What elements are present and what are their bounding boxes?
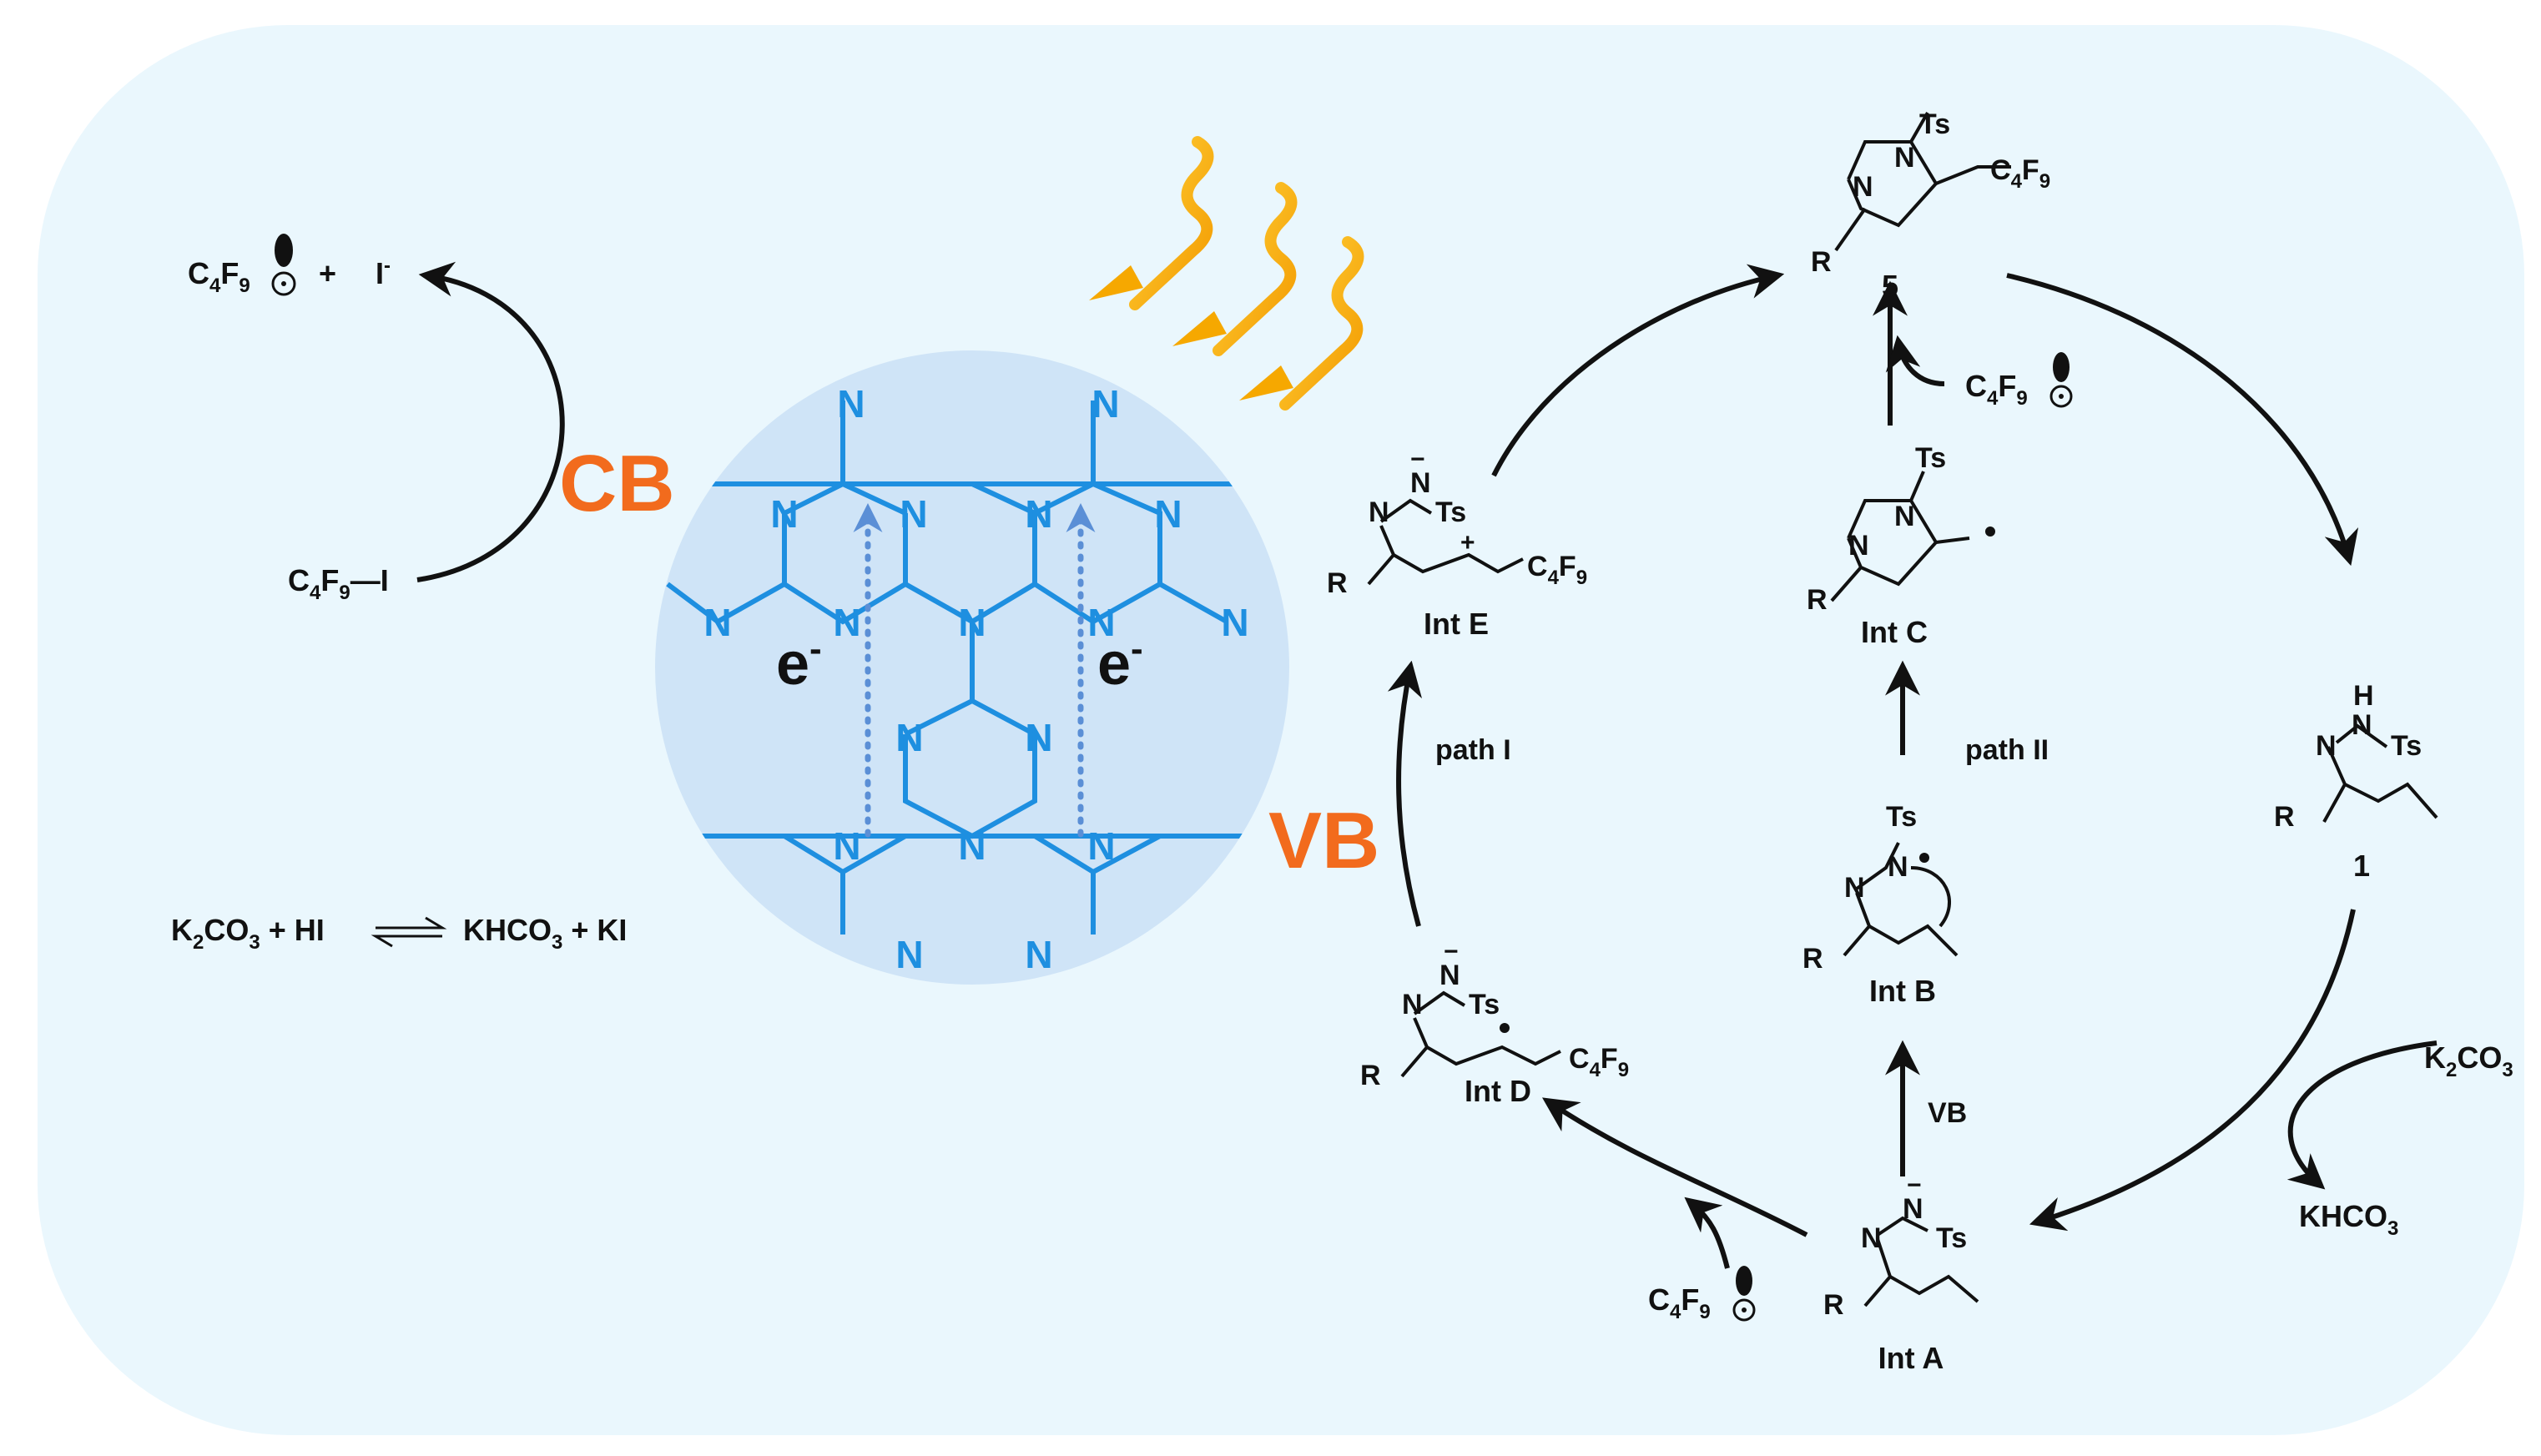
svg-text:C4F9: C4F9 [1648,1282,1711,1323]
int-e-label: Int E [1424,607,1489,641]
svg-text:C4F9: C4F9 [1990,154,2050,193]
svg-text:N: N [1369,496,1389,528]
int-a-label: Int A [1878,1341,1944,1375]
svg-text:Ts: Ts [2391,730,2422,762]
nitrogen-atom: N [895,933,923,976]
svg-text:R: R [2274,801,2295,833]
svg-text:C4F9: C4F9 [1965,369,2028,410]
nitrogen-atom: N [1087,601,1115,644]
svg-text:N: N [1894,142,1915,174]
svg-text:I-: I- [376,254,391,290]
svg-text:+: + [319,256,336,290]
svg-text:N: N [1888,851,1908,883]
nitrogen-atom: N [900,492,927,536]
nitrogen-atom: N [1025,492,1052,536]
electron-label-right: e- [1097,628,1143,698]
svg-text:N: N [1439,960,1460,991]
svg-text:N: N [2316,730,2337,762]
svg-text:R: R [1811,246,1832,278]
svg-text:R: R [1360,1060,1381,1091]
nitrogen-atom: N [1025,716,1052,759]
svg-text:N: N [1844,872,1865,904]
vb-step-label: VB [1928,1097,1967,1129]
path-ii-label: path II [1965,734,2049,766]
svg-text:Ts: Ts [1886,801,1917,833]
compound-5-label: 5 [1882,269,1898,303]
base-equilibrium: K2CO3 + HI KHCO3 + KI [171,913,627,954]
svg-text:KHCO3 + KI: KHCO3 + KI [463,913,627,954]
svg-text:R: R [1807,584,1828,616]
svg-text:−: − [1410,446,1425,473]
int-c-label: Int C [1861,615,1928,649]
svg-text:N: N [1853,171,1873,203]
radical-reagents: C4F9 C4F9 K2CO3 KHCO3 [1648,352,2513,1323]
svg-text:Ts: Ts [1435,496,1466,528]
svg-text:K2CO3 + HI: K2CO3 + HI [171,913,325,954]
svg-text:Ts: Ts [1919,108,1950,140]
svg-text:R: R [1823,1289,1844,1321]
svg-text:+: + [1460,529,1475,557]
nitrogen-atom: N [958,601,986,644]
vb-label: VB [1268,796,1379,885]
nitrogen-atom: N [1092,382,1119,426]
int-b-label: Int B [1869,974,1936,1008]
nitrogen-atom: N [1154,492,1182,536]
nitrogen-atom: N [833,824,860,868]
cb-label: CB [559,439,675,528]
svg-text:N: N [1410,467,1431,499]
svg-text:N: N [1861,1222,1882,1254]
svg-text:Ts: Ts [1469,989,1500,1020]
svg-text:C4F9: C4F9 [1527,551,1587,589]
cb-reduction: C4F9 + I- C4F9—I [188,234,565,604]
svg-text:Ts: Ts [1936,1222,1967,1254]
svg-text:C4F9: C4F9 [188,256,250,297]
nitrogen-atom: N [1221,601,1248,644]
svg-text:−: − [1907,1171,1922,1199]
nitrogen-atom: N [833,601,860,644]
nitrogen-atom: N [895,716,923,759]
nitrogen-atom: N [837,382,865,426]
catalytic-cycle-arrows [1387,264,2438,1269]
svg-text:N: N [1402,989,1423,1020]
svg-text:N: N [1894,501,1915,532]
svg-text:N: N [1848,530,1869,562]
svg-text:C4F9: C4F9 [1569,1043,1629,1081]
nitrogen-atom: N [1025,933,1052,976]
svg-text:Ts: Ts [1915,442,1946,474]
svg-text:N: N [1903,1193,1923,1225]
int-d-label: Int D [1465,1074,1531,1108]
compound-1-label: 1 [2353,849,2370,883]
svg-text:N: N [2352,709,2372,741]
nitrogen-atom: N [1087,824,1115,868]
svg-text:H: H [2353,680,2374,712]
electron-label-left: e- [776,628,822,698]
nitrogen-atom: N [703,601,731,644]
svg-text:C4F9—I: C4F9—I [288,563,389,604]
structures [1367,112,2438,1307]
nitrogen-atom: N [958,824,986,868]
nitrogen-atom: N [770,492,798,536]
photocatalyst-network: N N N N N N N N N N N N N N N N N N e- e… [655,350,1289,985]
light-bolt-icon [1129,136,1364,411]
path-i-label: path I [1435,734,1511,766]
svg-text:−: − [1444,938,1459,965]
svg-text:R: R [1327,567,1348,599]
svg-text:K2CO3: K2CO3 [2424,1040,2513,1081]
svg-text:R: R [1802,943,1823,975]
svg-text:KHCO3: KHCO3 [2299,1199,2398,1240]
